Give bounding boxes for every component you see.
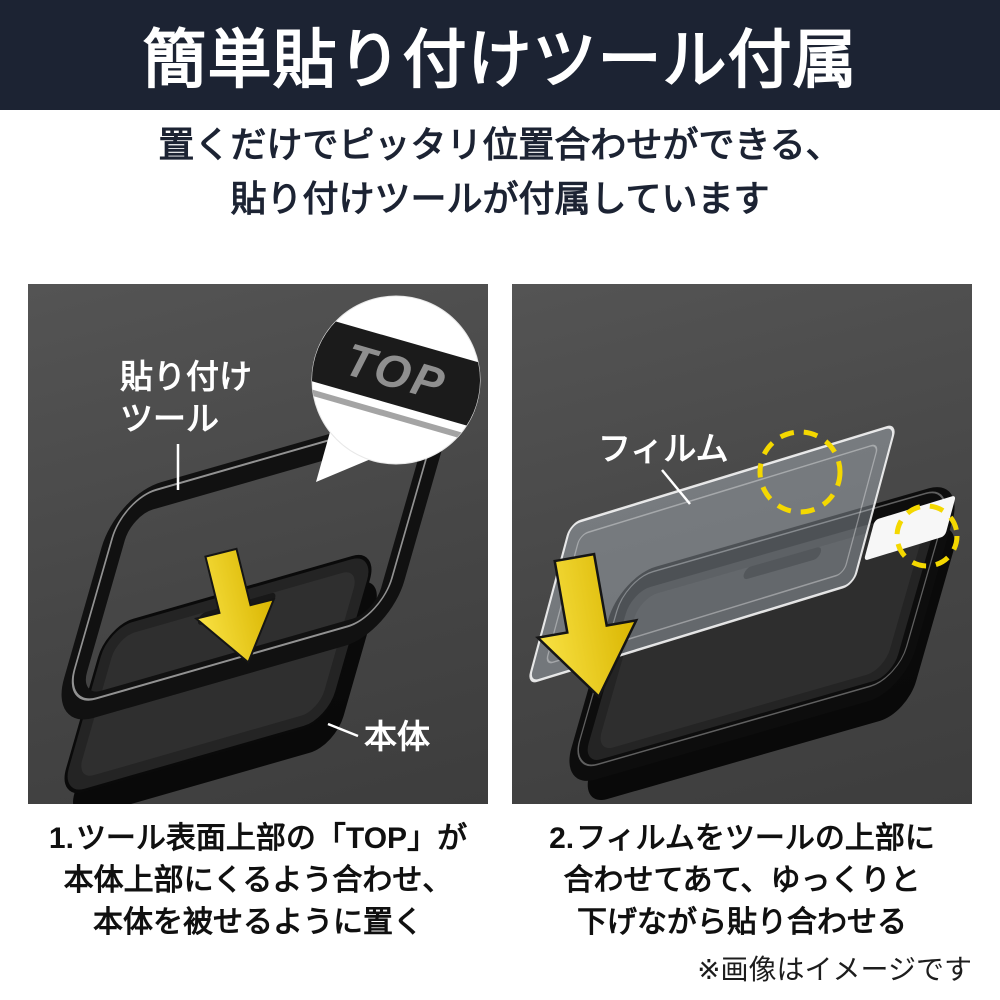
page-title: 簡単貼り付けツール付属 — [142, 24, 858, 96]
step2-instruction: 2.フィルムをツールの上部に 合わせてあて、ゆっくりと 下げながら貼り合わせる — [512, 818, 972, 944]
down-arrow-icon — [535, 552, 639, 699]
body-label: 本体 — [364, 718, 430, 755]
zoom-bubble-tail — [316, 432, 378, 482]
step2-line1: フィルムをツールの上部に — [576, 822, 935, 855]
step1-line3: 本体を被せるように置く — [93, 906, 423, 939]
image-disclaimer: ※画像はイメージです — [697, 954, 972, 985]
body-pointer-line — [327, 722, 359, 738]
step1-line1: ツール表面上部の「TOP」が — [75, 822, 468, 855]
step1-line2: 本体上部にくるよう合わせ、 — [63, 864, 453, 897]
step2-illustration: フィルム — [529, 425, 960, 801]
header-band: 簡単貼り付けツール付属 — [0, 0, 1000, 110]
down-arrow-icon — [194, 547, 276, 665]
step-panels: 本体 貼り付け ツール — [28, 284, 972, 944]
alignment-highlight-circle-2 — [894, 503, 960, 569]
step2-number: 2. — [549, 822, 575, 855]
step1-column: 本体 貼り付け ツール — [28, 284, 488, 944]
step2-line3: 下げながら貼り合わせる — [577, 906, 907, 939]
alignment-highlight-circle-1 — [757, 429, 843, 515]
step2-column: フィルム 2.フィルムをツールの上部に 合わせてあて、ゆっくりと 下げながら貼り… — [512, 284, 972, 944]
subtitle-line2: 貼り付けツールが付属しています — [230, 178, 770, 219]
step1-illustration: 本体 貼り付け ツール — [61, 295, 481, 804]
film-pull-tab — [864, 496, 956, 560]
step2-line2: 合わせてあて、ゆっくりと — [563, 864, 921, 897]
subtitle: 置くだけでピッタリ位置合わせができる、 貼り付けツールが付属しています — [0, 118, 1000, 226]
top-zoom-bubble: TOP — [311, 295, 481, 482]
step1-panel: 本体 貼り付け ツール — [28, 284, 488, 804]
film-label: フィルム — [598, 430, 729, 467]
step1-number: 1. — [48, 822, 74, 855]
step2-panel: フィルム — [512, 284, 972, 804]
subtitle-line1: 置くだけでピッタリ位置合わせができる、 — [158, 124, 842, 165]
tool-label-line1: 貼り付け — [120, 358, 252, 395]
attachment-tool-illustration — [61, 408, 445, 720]
phone-notch — [743, 547, 822, 580]
phone-with-tool-illustration — [569, 487, 955, 801]
step1-instruction: 1.ツール表面上部の「TOP」が 本体上部にくるよう合わせ、 本体を被せるように… — [28, 818, 488, 944]
tool-label-line2: ツール — [120, 400, 219, 437]
film-illustration — [529, 425, 956, 683]
film-pointer-line — [661, 469, 691, 505]
